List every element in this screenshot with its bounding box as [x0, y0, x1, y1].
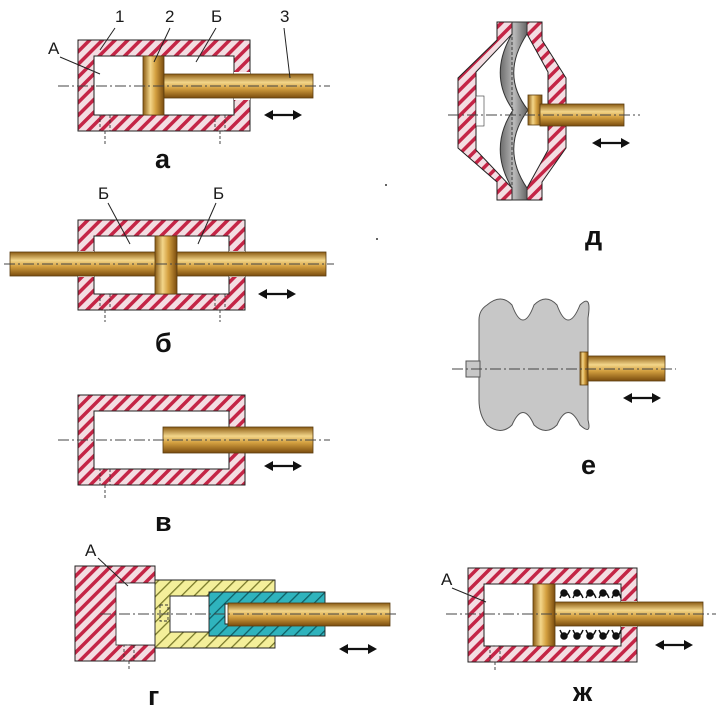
- figure-e: е: [452, 298, 676, 480]
- diaphragm-housing-left: [457, 21, 513, 201]
- piston-rod: [227, 602, 391, 627]
- figure-v: в: [58, 394, 330, 537]
- callout-3: 3: [280, 7, 289, 26]
- motion-arrow-icon: [653, 638, 695, 652]
- callout-B-a: Б: [211, 7, 222, 26]
- piston: [532, 583, 556, 647]
- caption-d: д: [585, 221, 602, 251]
- motion-arrow-icon: [262, 108, 304, 122]
- callout-A-a: А: [48, 39, 60, 58]
- caption-e: е: [581, 450, 596, 480]
- diaphragm-housing-right: [526, 21, 567, 201]
- motion-arrow-icon: [262, 459, 304, 473]
- motion-arrow-icon: [590, 136, 632, 150]
- figure-d: д: [448, 21, 640, 251]
- caption-v: в: [155, 507, 172, 537]
- callout-B-right: Б: [213, 184, 224, 203]
- caption-b: б: [155, 328, 172, 358]
- callout-A-g: А: [85, 541, 97, 560]
- figure-g: А г: [74, 541, 398, 711]
- caption-g: г: [148, 681, 159, 711]
- cylinder-housing: [77, 39, 251, 132]
- figure-zh: А ж: [441, 567, 716, 707]
- cylinder-housing: [467, 567, 638, 663]
- callout-1: 1: [115, 7, 124, 26]
- figure-b: Б Б б: [4, 184, 334, 358]
- motion-arrow-icon: [621, 391, 663, 405]
- cylinder-housing: [77, 394, 246, 486]
- caption-zh: ж: [572, 677, 593, 707]
- motion-arrow-icon: [256, 287, 298, 301]
- piston: [154, 235, 178, 295]
- membrane: [499, 21, 529, 201]
- motion-arrow-icon: [337, 642, 379, 656]
- callout-A-zh: А: [441, 570, 453, 589]
- figure-a: 1 2 Б 3 А а: [48, 7, 330, 174]
- piston-rod: [582, 355, 666, 382]
- piston: [142, 55, 165, 116]
- return-spring: [559, 589, 622, 640]
- bellows: [478, 298, 590, 431]
- caption-a: а: [155, 144, 171, 174]
- callout-2: 2: [165, 7, 174, 26]
- callout-B-left: Б: [98, 184, 109, 203]
